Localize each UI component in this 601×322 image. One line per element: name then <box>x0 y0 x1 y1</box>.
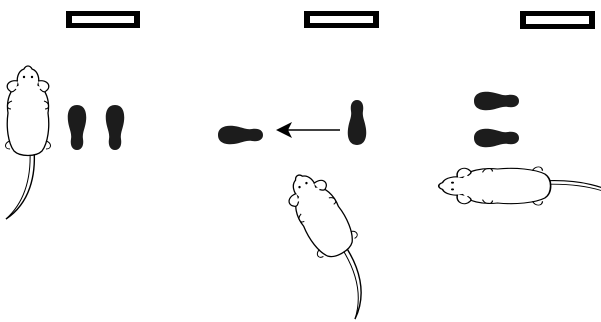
panel-1 <box>4 11 140 220</box>
rat-outline-icon <box>437 166 601 206</box>
footprint-feeder-icon <box>474 128 519 148</box>
footprint-feeder-icon <box>474 91 519 111</box>
footprint-feeder-icon <box>347 100 367 145</box>
arrow-left-icon <box>276 122 340 138</box>
footprint-feeder-icon <box>67 105 87 150</box>
rat-outline-icon <box>277 163 395 321</box>
footprint-feeder-icon <box>218 125 263 145</box>
panel-2 <box>218 11 395 321</box>
panel-3 <box>437 11 601 206</box>
footprint-feeder-icon <box>105 105 125 150</box>
rat-outline-icon <box>4 65 52 220</box>
